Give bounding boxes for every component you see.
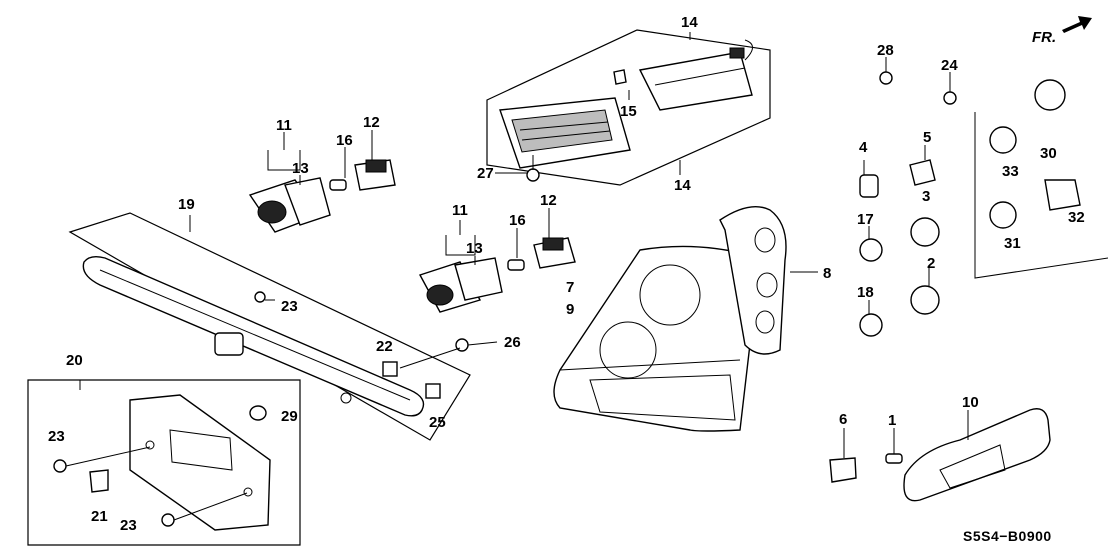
callout-29: 29 [281, 408, 298, 425]
callout-24: 24 [941, 57, 958, 74]
callout-16-lower: 16 [509, 212, 526, 229]
bulb-31 [989, 201, 1017, 229]
bulb-18 [859, 313, 883, 337]
screw-24 [943, 91, 957, 105]
callout-9: 9 [566, 301, 574, 318]
socket-6 [829, 457, 857, 483]
callout-2: 2 [927, 255, 935, 272]
callout-23-plate-bottom: 23 [120, 517, 137, 534]
high-mount-stop-light-assembly [486, 29, 771, 186]
bulbs-sockets [859, 57, 1108, 337]
front-arrow-icon [1062, 16, 1092, 33]
bulb-17 [859, 238, 883, 262]
callout-14-top: 14 [681, 14, 698, 31]
bulb-4 [859, 174, 879, 198]
callout-12-lower: 12 [540, 192, 557, 209]
callout-22: 22 [376, 338, 393, 355]
callout-7: 7 [566, 279, 574, 296]
callout-11-lower: 11 [452, 202, 468, 219]
rear-garnish-assembly [68, 212, 498, 441]
socket-32 [1044, 179, 1081, 211]
callout-27: 27 [477, 165, 494, 182]
callout-5: 5 [923, 129, 931, 146]
socket-5 [909, 159, 936, 186]
callout-6: 6 [839, 411, 847, 428]
front-direction-arrow: FR. [1032, 16, 1092, 46]
side-marker-assembly [829, 408, 1051, 502]
callout-13-upper: 13 [292, 160, 309, 177]
socket-2 [910, 285, 940, 315]
callout-8: 8 [823, 265, 831, 282]
callout-labels: 1 2 3 4 5 6 7 8 9 10 11 11 12 12 13 13 1… [48, 14, 1085, 534]
callout-11-upper: 11 [276, 117, 292, 134]
callout-23-plate-left: 23 [48, 428, 65, 445]
plate-box-20 [27, 379, 301, 546]
license-light-upper [248, 130, 396, 233]
license-light-lower [418, 208, 576, 313]
callout-23-garnish: 23 [281, 298, 298, 315]
callout-25: 25 [429, 414, 446, 431]
tail-light-assembly [553, 245, 761, 432]
callout-15: 15 [620, 103, 637, 120]
callout-4: 4 [859, 139, 868, 156]
front-label: FR. [1032, 29, 1056, 46]
callout-20: 20 [66, 352, 83, 369]
callout-1: 1 [888, 412, 896, 429]
callout-17: 17 [857, 211, 874, 228]
callout-12-upper: 12 [363, 114, 380, 131]
bulb-1 [885, 453, 903, 464]
nut-28 [879, 71, 893, 85]
callout-3: 3 [922, 188, 930, 205]
socket-3 [910, 217, 940, 247]
callout-16-upper: 16 [336, 132, 353, 149]
diagram-code: S5S4−B0900 [963, 528, 1052, 544]
callout-13-lower: 13 [466, 240, 483, 257]
callout-28: 28 [877, 42, 894, 59]
screw-27 [495, 155, 540, 182]
assembly-box-14 [486, 29, 771, 186]
callout-33: 33 [1002, 163, 1019, 180]
callout-10: 10 [962, 394, 979, 411]
callout-31: 31 [1004, 235, 1021, 252]
bulb-33 [989, 126, 1017, 154]
tail-light-gasket [719, 206, 818, 355]
license-plate-base-assembly [27, 379, 301, 546]
callout-21: 21 [91, 508, 108, 525]
callout-30: 30 [1040, 145, 1057, 162]
callout-32: 32 [1068, 209, 1085, 226]
callout-14: 14 [674, 177, 691, 194]
callout-18: 18 [857, 284, 874, 301]
callout-19: 19 [178, 196, 195, 213]
socket-30 [1034, 79, 1066, 111]
callout-26: 26 [504, 334, 521, 351]
